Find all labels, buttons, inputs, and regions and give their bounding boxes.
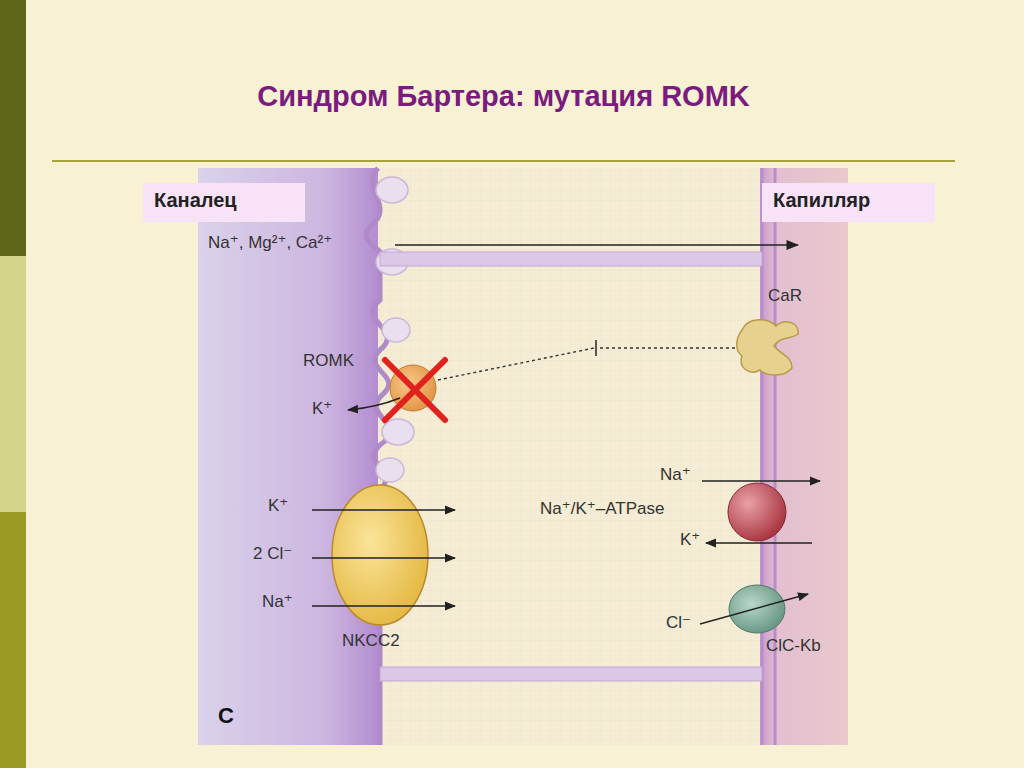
- lateral-border: [380, 667, 762, 681]
- channel-label: ClC-Kb: [766, 636, 821, 656]
- capillary-side: [760, 168, 848, 745]
- flux-arrow: [700, 594, 808, 624]
- ion-label: K⁺: [312, 399, 332, 419]
- side-stripe: [0, 512, 26, 768]
- flux-arrow: [312, 605, 455, 606]
- ion-label: Cl⁻: [666, 613, 691, 633]
- pump-label: Na⁺/K⁺–ATPase: [540, 499, 664, 519]
- ion-label: Na⁺: [262, 592, 293, 612]
- transporter-label: NKCC2: [342, 631, 400, 651]
- channel-label: ROMK: [303, 351, 354, 371]
- ion-label: Na⁺, Mg²⁺, Ca²⁺: [208, 233, 332, 253]
- panel-letter: C: [218, 703, 234, 729]
- inhibition-line: [438, 348, 594, 380]
- flux-arrow: [706, 542, 812, 543]
- ion-label: Na⁺: [660, 465, 691, 485]
- flux-arrow: [312, 557, 455, 558]
- side-stripe: [0, 0, 26, 256]
- box-label: Каналец: [154, 189, 294, 212]
- nkcc2-transporter: [332, 485, 428, 625]
- rule-line: [52, 160, 955, 162]
- clc-kb-channel: [729, 585, 785, 633]
- label-box: Капилляр: [762, 183, 935, 222]
- car-receptor: [737, 320, 798, 375]
- lateral-border: [380, 252, 762, 266]
- receptor-label: CaR: [768, 286, 802, 306]
- inhibition-bar: [595, 340, 597, 356]
- mutation-cross: [385, 360, 445, 420]
- na-k-atpase: [728, 483, 786, 541]
- box-label: Капилляр: [773, 189, 924, 212]
- ion-label: 2 Cl⁻: [253, 544, 292, 564]
- microvilli: [376, 177, 414, 482]
- label-box: Каналец: [143, 183, 305, 222]
- flux-arrow: [702, 480, 820, 481]
- tubule-lumen: [198, 168, 378, 745]
- side-stripe: [0, 256, 26, 512]
- cell-ground: [198, 168, 848, 745]
- basolateral-membrane: [774, 168, 777, 745]
- ion-label: K⁺: [268, 496, 288, 516]
- flux-arrow: [312, 509, 455, 510]
- ion-label: K⁺: [680, 530, 700, 550]
- mutation-cross: [385, 360, 445, 420]
- slide-title: Синдром Бартера: мутация ROMK: [52, 80, 955, 113]
- paracellular-arrow: [395, 244, 798, 246]
- inhibition-line: [600, 347, 736, 348]
- cell-grid: [198, 168, 848, 745]
- potassium-arrow: [348, 398, 400, 410]
